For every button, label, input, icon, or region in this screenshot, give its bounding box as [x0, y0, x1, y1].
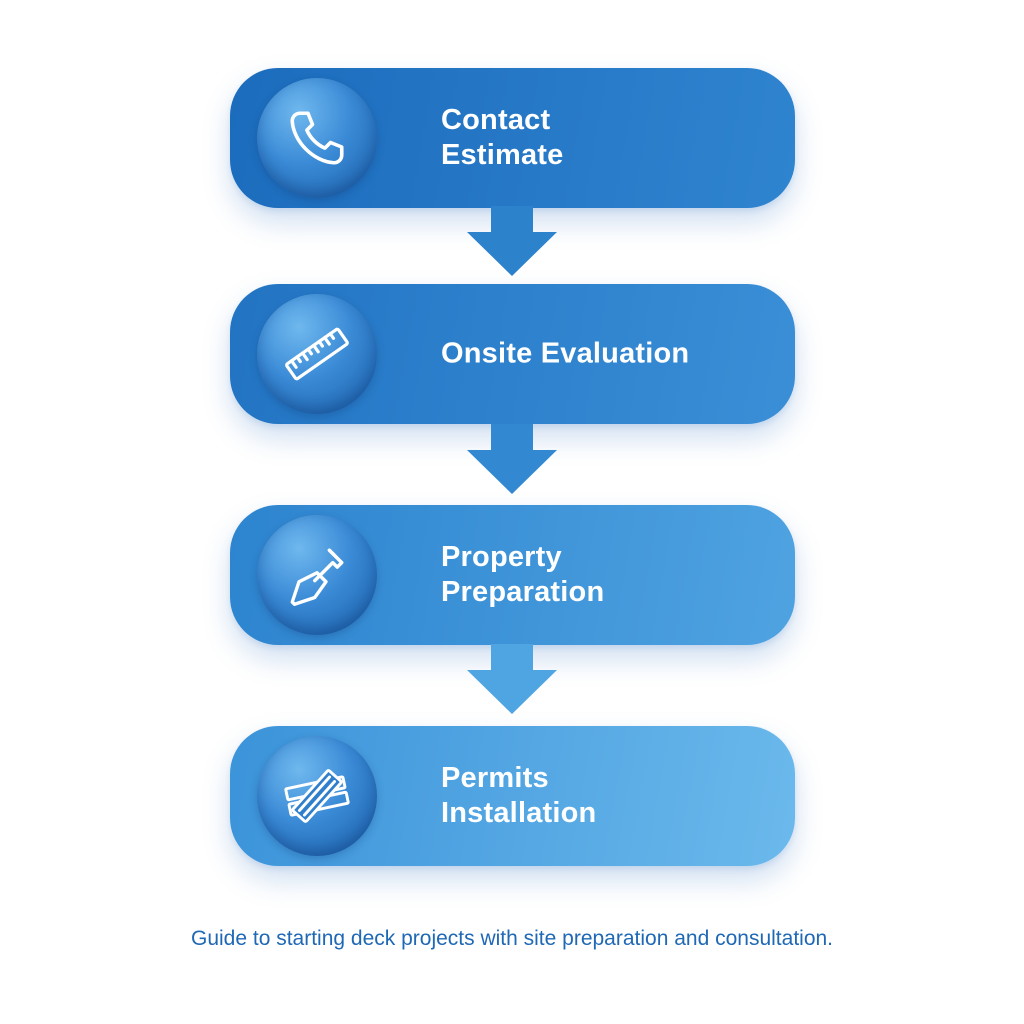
step-label-line: Preparation	[441, 576, 605, 608]
flow-arrow-down	[467, 206, 557, 276]
step-icon-badge	[257, 294, 377, 414]
step-permits-installation: Permits Installation	[230, 726, 795, 866]
step-property-preparation: Property Preparation	[230, 505, 795, 645]
step-label: Contact Estimate	[441, 103, 564, 173]
shovel-icon	[290, 548, 344, 606]
diagram-caption: Guide to starting deck projects with sit…	[190, 927, 834, 950]
step-label-line: Onsite Evaluation	[441, 337, 690, 370]
step-contact-estimate: Contact Estimate	[230, 68, 795, 208]
phone-icon	[290, 111, 344, 165]
step-label-line: Property	[441, 541, 562, 573]
lumber-planks-icon	[284, 769, 350, 823]
step-label: Property Preparation	[441, 540, 604, 610]
step-label-line: Contact	[441, 104, 551, 136]
ruler-icon	[285, 327, 349, 381]
step-icon-badge	[257, 515, 377, 635]
step-label-line: Permits	[441, 762, 549, 794]
step-label-line: Installation	[441, 797, 597, 829]
flow-arrow-down	[467, 644, 557, 714]
step-icon-badge	[257, 736, 377, 856]
step-label: Onsite Evaluation	[441, 337, 689, 372]
step-onsite-evaluation: Onsite Evaluation	[230, 284, 795, 424]
step-label-line: Estimate	[441, 139, 564, 171]
step-icon-badge	[257, 78, 377, 198]
flow-arrow-down	[467, 424, 557, 494]
step-label: Permits Installation	[441, 761, 596, 831]
